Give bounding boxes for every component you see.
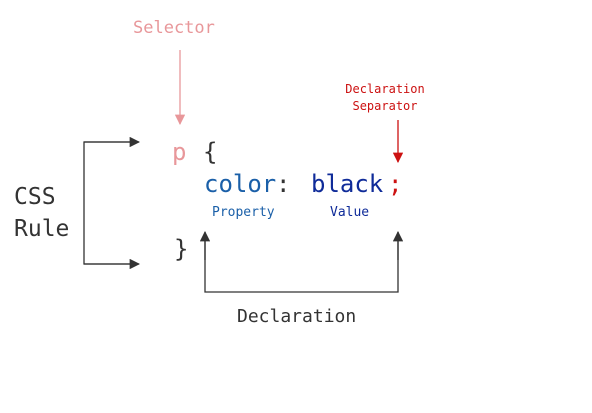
declaration-separator-label: Declaration Separator (342, 81, 428, 115)
declaration-bracket (204, 233, 399, 293)
code-property: color (204, 170, 277, 198)
code-close-brace: } (174, 235, 189, 263)
code-semicolon: ; (388, 170, 403, 198)
code-colon: : (276, 170, 291, 198)
code-value: black (311, 170, 384, 198)
css-rule-label: CSS Rule (14, 181, 69, 245)
code-selector: p (172, 138, 187, 166)
css-rule-label-line2: Rule (14, 216, 70, 242)
code-open-brace: { (203, 138, 218, 166)
css-rule-bracket (83, 141, 138, 265)
css-rule-label-line1: CSS (14, 184, 56, 210)
declaration-separator-label-line1: Declaration (345, 82, 425, 96)
declaration-label: Declaration (237, 306, 357, 327)
value-label: Value (330, 205, 370, 220)
property-label: Property (212, 205, 275, 220)
selector-label: Selector (133, 18, 215, 38)
declaration-separator-label-line2: Separator (352, 99, 418, 113)
